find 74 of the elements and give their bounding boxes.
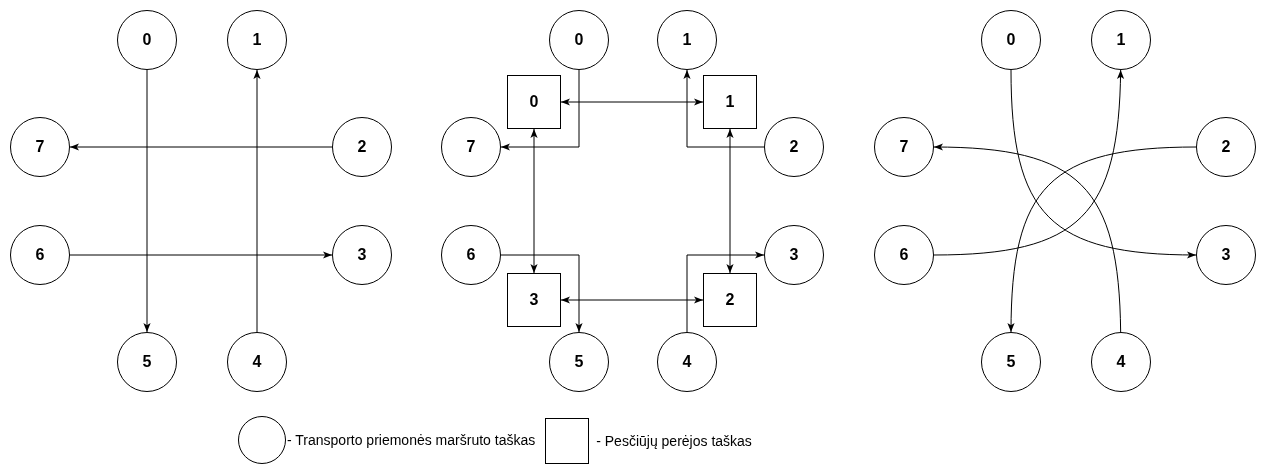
arrow [686,251,765,333]
arrow [530,128,538,274]
node-number: 0 [1006,32,1016,48]
node-number: 6 [35,247,45,263]
node-number: 5 [142,354,152,370]
route-point-circle [981,332,1041,392]
arrow [253,69,261,333]
arrow [933,143,1122,333]
node-number: 7 [35,139,45,155]
arrow [560,98,704,106]
node-number: 7 [466,139,476,155]
route-point-circle [1196,225,1256,285]
route-point-circle [441,117,501,177]
node-number: 4 [682,354,692,370]
node-number: 6 [466,247,476,263]
node-number: 0 [574,32,584,48]
arrow [500,254,583,333]
arrow [500,69,580,151]
route-point-circle [227,332,287,392]
node-number: 3 [357,247,367,263]
crossing-square [507,75,561,129]
route-point-circle [874,225,934,285]
crossing-square [703,75,757,129]
legend-text: - Pesčiūjų perėjos taškas [596,434,752,448]
route-point-circle [874,117,934,177]
node-number: 3 [1221,247,1231,263]
crossing-square [507,273,561,327]
node-number: 0 [142,32,152,48]
node-number: 6 [899,247,909,263]
route-point-circle [1091,332,1151,392]
route-point-circle [549,10,609,70]
route-point-circle [549,332,609,392]
route-point-circle [117,10,177,70]
node-number: 2 [1221,139,1231,155]
node-number: 1 [1116,32,1126,48]
node-number: 1 [682,32,692,48]
route-point-circle [441,225,501,285]
node-number: 2 [725,292,735,308]
node-number: 1 [725,94,735,110]
route-point-circle [10,117,70,177]
route-point-circle [227,10,287,70]
arrow [69,143,333,151]
route-point-circle [1091,10,1151,70]
route-point-circle [981,10,1041,70]
arrow [933,69,1124,256]
arrow [143,69,151,333]
node-number: 2 [357,139,367,155]
crossing-square [703,273,757,327]
node-number: 4 [252,354,262,370]
arrow [683,69,765,148]
legend-text: - Transporto priemonės maršruto taškas [287,433,536,447]
route-point-circle [10,225,70,285]
route-point-circle [657,10,717,70]
node-number: 1 [252,32,262,48]
route-point-circle [764,225,824,285]
route-point-circle [1196,117,1256,177]
node-number: 3 [529,292,539,308]
route-point-circle [117,332,177,392]
route-point-circle [764,117,824,177]
node-number: 3 [789,247,799,263]
node-number: 4 [1116,354,1126,370]
node-number: 0 [529,94,539,110]
node-number: 5 [574,354,584,370]
route-point-circle [332,117,392,177]
route-point-circle [657,332,717,392]
arrow [726,128,734,274]
arrow [1007,146,1197,333]
route-point-circle [332,225,392,285]
node-number: 5 [1006,354,1016,370]
node-number: 2 [789,139,799,155]
arrow [1010,69,1197,259]
arrow [560,296,704,304]
node-number: 7 [899,139,909,155]
arrow [69,251,333,259]
